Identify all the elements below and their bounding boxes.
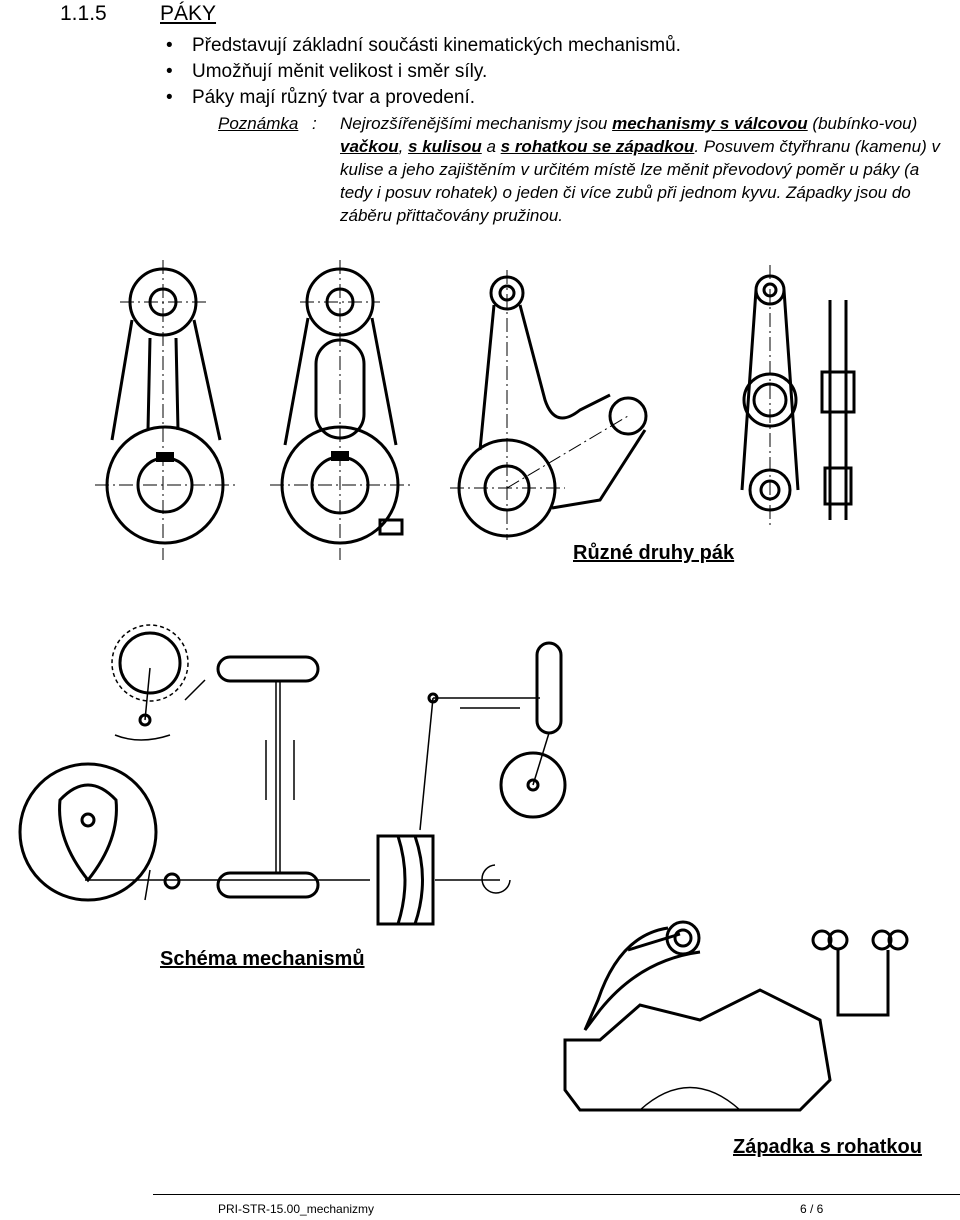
lever-drawing-2 xyxy=(270,260,410,560)
ratchet-drawing xyxy=(563,920,909,1112)
bullet-item: Umožňují měnit velikost i směr síly. xyxy=(166,59,681,85)
footer-document-id: PRI-STR-15.00_mechanizmy xyxy=(218,1202,375,1216)
caption-lever-types: Různé druhy pák xyxy=(573,542,735,564)
note-label: Poznámka xyxy=(218,114,299,133)
note-text: , xyxy=(398,137,409,156)
note-colon: : xyxy=(312,114,317,133)
bullet-item: Představují základní součásti kinematick… xyxy=(166,33,681,59)
note-text: . Posuvem čtyřhranu (kamenu) v kulise a … xyxy=(340,137,940,225)
note-keyword: vačkou xyxy=(340,137,399,156)
section-title: PÁKY xyxy=(160,2,217,25)
footer-divider xyxy=(153,1194,960,1195)
bullet-list: Představují základní součásti kinematick… xyxy=(166,33,681,111)
note-keyword: mechanismy s válcovou xyxy=(612,114,808,133)
mechanism-schema xyxy=(18,624,567,926)
caption-ratchet: Západka s rohatkou xyxy=(733,1136,922,1158)
footer-page-number: 6 / 6 xyxy=(800,1202,824,1216)
note-keyword: s rohatkou se západkou xyxy=(500,137,695,156)
lever-illustrations xyxy=(18,260,909,1112)
note-text: a xyxy=(481,137,501,156)
note-text: Nejrozšířenějšími mechanismy jsou xyxy=(340,114,613,133)
bullet-item: Páky mají různý tvar a provedení. xyxy=(166,85,681,111)
lever-drawing-1 xyxy=(95,260,235,560)
note-body: Nejrozšířenějšími mechanismy jsou mechan… xyxy=(340,112,948,227)
lever-drawing-3 xyxy=(450,270,648,540)
note-text: (bubínko-vou) xyxy=(807,114,918,133)
lever-drawing-4 xyxy=(740,265,856,525)
section-number: 1.1.5 xyxy=(60,2,107,25)
note-keyword: s kulisou xyxy=(408,137,482,156)
caption-mechanism-schema: Schéma mechanismů xyxy=(160,948,365,970)
